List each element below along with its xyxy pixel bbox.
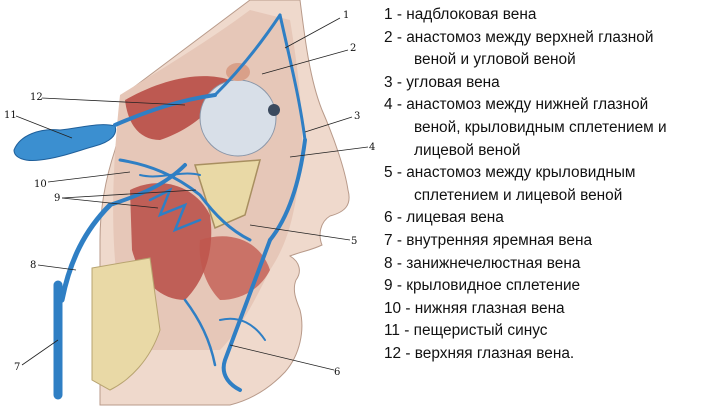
cavernous-sinus [13,124,117,161]
legend-item-1: 1 - надблоковая вена [384,4,710,27]
legend-item-7: 7 - внутренняя яремная вена [384,230,710,253]
legend-text: 3 - угловая вена [384,73,500,91]
legend-text: 8 - занижнечелюстная вена [384,254,581,272]
legend-text: 10 - нижняя глазная вена [384,299,565,317]
eyeball [199,79,277,157]
legend-text: 1 - надблоковая вена [384,6,537,23]
callout-5: 5 [351,236,357,247]
legend-item-2: 2 - анастомоз между верхней глазной веной… [384,27,710,72]
callout-6: 6 [334,367,340,378]
legend-text: 11 - пещеристый синус [384,322,548,340]
legend-list: 1 - надблоковая вена 2 - анастомоз между … [384,4,710,366]
callout-11: 11 [4,110,17,121]
callout-8: 8 [30,260,36,271]
callout-12: 12 [30,92,43,103]
callout-4: 4 [369,142,375,153]
legend-text-continued: лицевой веной [414,141,521,159]
callout-labels: 1 2 3 4 5 6 7 8 9 10 11 12 [4,10,375,378]
legend-text: 7 - внутренняя яремная вена [384,231,593,249]
temporal-muscle [125,76,230,140]
callout-9: 9 [54,193,60,204]
legend-text: 4 - анастомоз между нижней глазной [384,96,649,114]
mandible [91,257,161,391]
callout-2: 2 [350,43,356,54]
legend-item-5: 5 - анастомоз между крыловидным сплетение… [384,162,710,207]
eye-pupil [268,104,280,116]
legend-text-continued: сплетением и лицевой веной [414,186,623,204]
legend-text: 6 - лицевая вена [384,209,504,227]
legend-item-4: 4 - анастомоз между нижней глазной веной,… [384,94,710,162]
callout-3: 3 [354,111,360,122]
legend-item-9: 9 - крыловидное сплетение [384,275,710,298]
leader-lines [15,17,369,371]
legend-item-8: 8 - занижнечелюстная вена [384,253,710,276]
legend-text: 2 - анастомоз между верхней глазной [384,28,654,46]
legend-item-10: 10 - нижняя глазная вена [384,298,710,321]
callout-10: 10 [34,179,47,190]
legend-text: 5 - анастомоз между крыловидным [384,164,636,182]
legend-item-11: 11 - пещеристый синус [384,320,710,343]
legend-item-6: 6 - лицевая вена [384,207,710,230]
legend-text-continued: веной, крыловидным сплетением и [414,118,667,136]
legend-text-continued: веной и угловой веной [414,51,576,69]
legend-item-12: 12 - верхняя глазная вена. [384,343,710,366]
head-veins-illustration: 1 2 3 4 5 6 7 8 9 10 11 12 [4,0,375,406]
legend-item-3: 3 - угловая вена [384,72,710,95]
legend-text: 12 - верхняя глазная вена. [384,344,575,362]
callout-7: 7 [14,362,20,373]
legend-text: 9 - крыловидное сплетение [384,277,581,295]
callout-1: 1 [343,10,349,21]
